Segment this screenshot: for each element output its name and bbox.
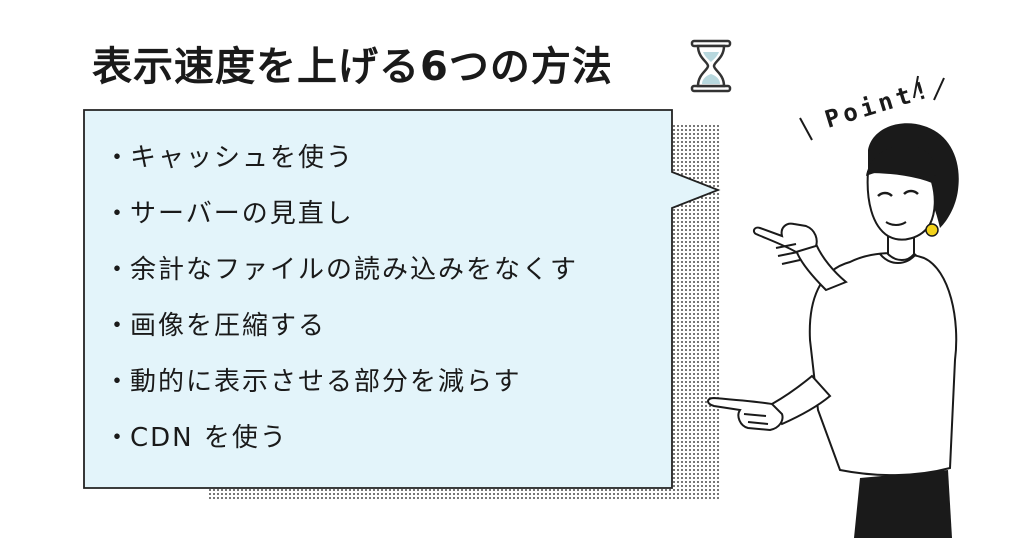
list-item: ・キャッシュを使う [104,143,355,173]
list-item: ・画像を圧縮する [104,311,327,341]
eye [903,189,919,195]
eye [877,191,893,197]
list-item: ・サーバーの見直し [104,199,354,229]
hourglass-icon [690,39,732,93]
page-title: 表示速度を上げる6つの方法 [92,44,613,90]
methods-list: ・キャッシュを使う ・サーバーの見直し ・余計なファイルの読み込みをなくす ・画… [104,140,578,476]
woman-pointing-illustration: Point! [707,75,959,538]
upper-hand [752,222,818,254]
lower-arm [770,374,832,426]
emphasis-line [799,117,813,141]
emphasis-line [933,77,945,101]
list-item: ・CDN を使う [104,423,288,453]
skirt [854,470,952,538]
emphasis-line [913,75,919,99]
mouth [885,221,907,226]
earring [925,223,939,237]
list-item: ・余計なファイルの読み込みをなくす [104,255,579,285]
list-item: ・動的に表示させる部分を減らす [104,367,522,397]
face [866,170,936,241]
